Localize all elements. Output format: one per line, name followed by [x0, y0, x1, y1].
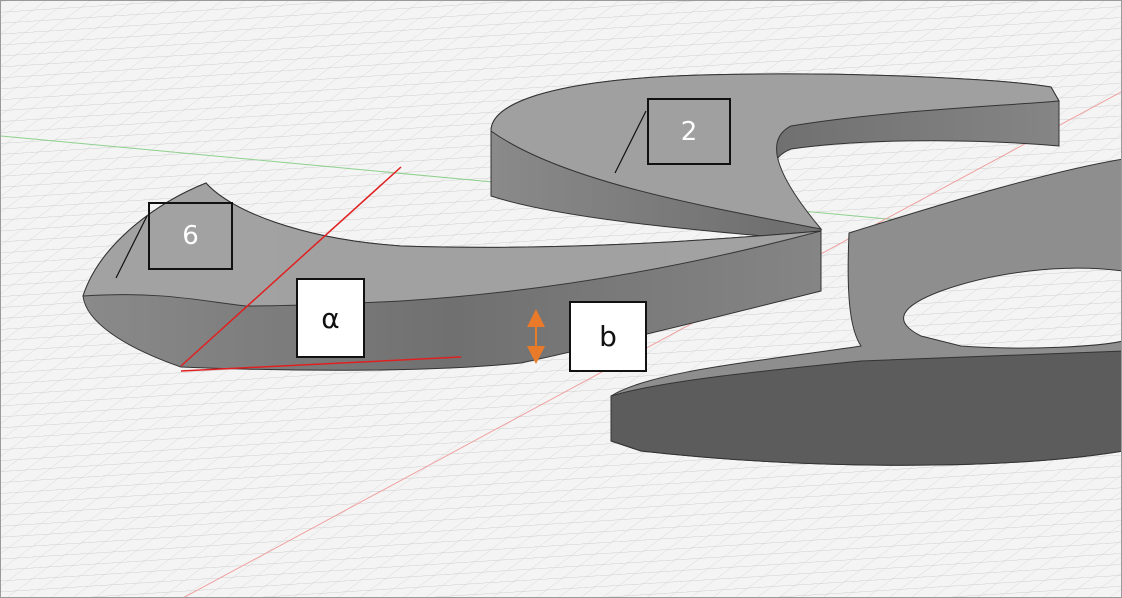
part-right [610, 158, 1121, 466]
thickness-arrow-icon [527, 309, 545, 364]
angle-line-2 [180, 356, 462, 372]
x-axis-line [183, 91, 1121, 597]
angle-line-1 [180, 166, 402, 367]
label-angle: α [296, 278, 365, 358]
leader-2 [614, 110, 647, 174]
label-part-6: 6 [148, 202, 233, 270]
leader-6 [115, 215, 148, 279]
label-part-2: 2 [647, 98, 731, 165]
part-2 [490, 73, 1060, 242]
label-thickness: b [569, 301, 647, 372]
